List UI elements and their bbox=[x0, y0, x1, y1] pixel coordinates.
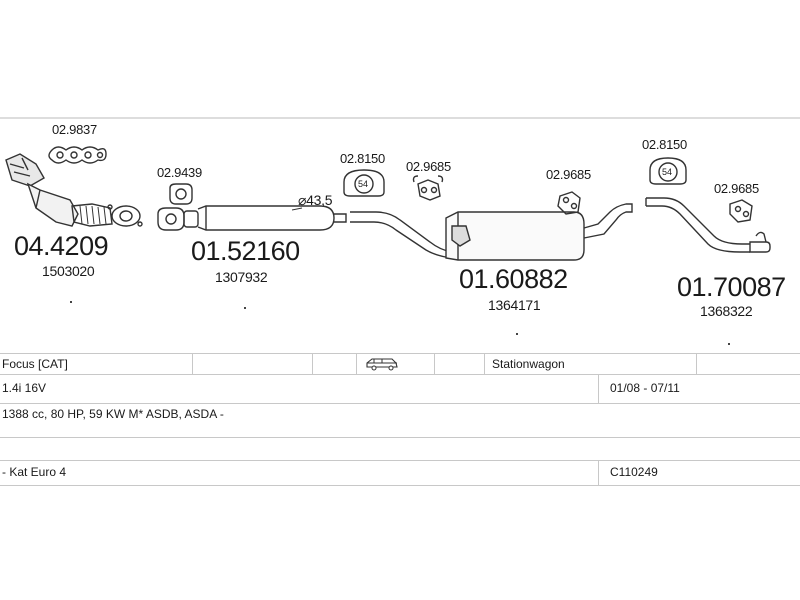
front-gasket-drawing bbox=[157, 183, 193, 231]
vehicle-body: Stationwagon bbox=[492, 357, 565, 371]
tail-pipe-dot bbox=[728, 343, 730, 345]
hanger-1-drawing bbox=[412, 175, 444, 201]
front-pipe-part-number: 01.52160 bbox=[191, 236, 300, 266]
table-divider bbox=[0, 403, 800, 404]
table-divider bbox=[696, 353, 697, 374]
middle-box-part-number: 01.60882 bbox=[459, 264, 568, 294]
vehicle-years: 01/08 - 07/11 bbox=[610, 381, 680, 395]
mount-ring-2-label: 02.8150 bbox=[642, 137, 687, 152]
manifold-gasket-label: 02.9837 bbox=[52, 122, 97, 137]
vehicle-code: C110249 bbox=[610, 465, 658, 479]
vehicle-engine: 1.4i 16V bbox=[2, 381, 47, 395]
table-divider bbox=[0, 353, 800, 354]
catalyst-drawing bbox=[5, 153, 143, 227]
hanger-3-drawing bbox=[729, 199, 753, 223]
front-pipe-dot bbox=[244, 307, 246, 309]
station-wagon-icon bbox=[366, 357, 398, 373]
catalyst-part-number: 04.4209 bbox=[14, 231, 109, 261]
table-divider bbox=[192, 353, 193, 374]
catalyst-dot bbox=[70, 301, 72, 303]
table-divider bbox=[0, 437, 800, 438]
middle-box-oe-number: 1364171 bbox=[488, 297, 541, 313]
vehicle-model: Focus [CAT] bbox=[2, 357, 68, 371]
mount-ring-1-label: 02.8150 bbox=[340, 151, 385, 166]
tail-pipe-oe-number: 1368322 bbox=[700, 303, 753, 319]
table-divider bbox=[0, 374, 800, 375]
diameter-label: ⌀43,5 bbox=[298, 192, 333, 208]
hanger-3-label: 02.9685 bbox=[714, 181, 759, 196]
table-divider bbox=[484, 353, 485, 374]
front-pipe-drawing bbox=[183, 205, 347, 231]
table-divider bbox=[356, 353, 357, 374]
front-pipe-oe-number: 1307932 bbox=[215, 269, 268, 285]
vehicle-emission: - Kat Euro 4 bbox=[2, 465, 67, 479]
front-gasket-label: 02.9439 bbox=[157, 165, 202, 180]
tail-pipe-part-number: 01.70087 bbox=[677, 272, 786, 302]
tail-pipe-drawing bbox=[645, 197, 771, 253]
hanger-2-drawing bbox=[557, 191, 581, 215]
middle-box-dot bbox=[516, 333, 518, 335]
mount-ring-2-size: 54 bbox=[662, 167, 673, 177]
middle-box-drawing bbox=[350, 203, 633, 261]
mount-ring-1-size: 54 bbox=[358, 179, 369, 189]
mount-ring-2-drawing bbox=[649, 157, 687, 185]
hanger-1-label: 02.9685 bbox=[406, 159, 451, 174]
table-divider bbox=[0, 460, 800, 461]
table-divider bbox=[434, 353, 435, 374]
mount-ring-1-drawing bbox=[343, 169, 385, 197]
manifold-gasket-drawing bbox=[48, 146, 107, 164]
table-divider bbox=[312, 353, 313, 374]
catalyst-oe-number: 1503020 bbox=[42, 263, 95, 279]
table-divider bbox=[0, 485, 800, 486]
vehicle-specs: 1388 cc, 80 HP, 59 KW M* ASDB, ASDA - bbox=[2, 407, 224, 421]
hanger-2-label: 02.9685 bbox=[546, 167, 591, 182]
table-divider bbox=[598, 374, 599, 403]
table-divider bbox=[598, 460, 599, 485]
